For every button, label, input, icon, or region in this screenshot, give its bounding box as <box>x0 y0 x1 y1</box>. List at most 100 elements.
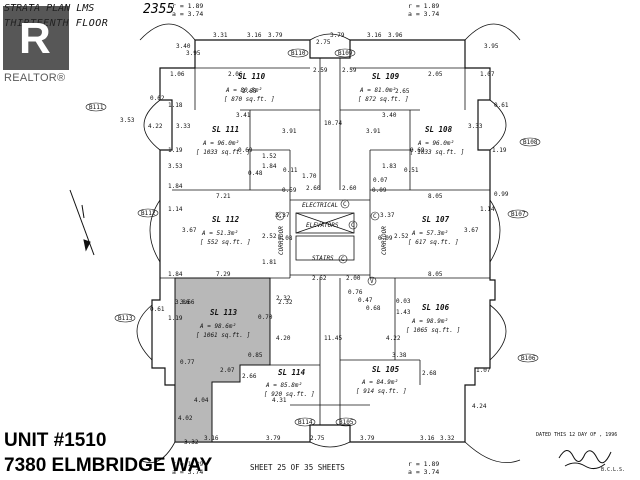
dimension-label: 0.61 <box>150 306 165 313</box>
dimension-label: 2.60 <box>342 185 357 192</box>
dimension-label: 0.61 <box>494 102 509 109</box>
dimension-label: 0.03 <box>396 298 411 305</box>
unit-sqft-114: [ 920 sq.ft. ] <box>264 391 315 398</box>
dimension-label: 3.91 <box>366 128 381 135</box>
dimension-label: 4.04 <box>194 397 209 404</box>
dimension-label: 2.62 <box>312 275 327 282</box>
balcony-arc-bottom-left <box>139 441 176 464</box>
c-mark: C <box>343 201 347 208</box>
dimension-label: 0.08 <box>278 235 293 242</box>
dimension-label: 0.99 <box>494 191 509 198</box>
dimension-label: 2.60 <box>306 185 321 192</box>
dimension-label: 0.09 <box>378 235 393 242</box>
dimension-label: 3.37 <box>380 212 395 219</box>
dimension-label: 3.96 <box>388 32 403 39</box>
dimension-label: 2.75 <box>316 39 331 46</box>
dimension-label: 2.68 <box>422 370 437 377</box>
dimension-label: 0.48 <box>248 170 263 177</box>
dimension-label: 1.84 <box>168 183 183 190</box>
unit-area-114: A = 85.8m² <box>265 382 302 389</box>
sheet-count: SHEET 25 OF 35 SHEETS <box>250 463 345 472</box>
dimension-label: 2.06 <box>228 71 243 78</box>
dimension-label: 3.91 <box>282 128 297 135</box>
dimension-label: 1.06 <box>170 71 185 78</box>
dated-note: DATED THIS 12 DAY OF , 1996 <box>536 432 618 438</box>
unit-sqft-107: [ 617 sq.ft. ] <box>408 239 459 246</box>
dimension-label: 3.66 <box>180 299 195 306</box>
dimension-label: 8.05 <box>428 193 443 200</box>
dimension-label: 0.77 <box>180 359 195 366</box>
unit-area-110: A = 80.8m² <box>225 87 262 94</box>
unit-sqft-112: [ 552 sq.ft. ] <box>200 239 251 246</box>
dimension-label: 1.43 <box>396 309 411 316</box>
unit-name-113: SL 113 <box>210 308 238 317</box>
dimension-label: 0.76 <box>348 289 363 296</box>
balcony-tag: B114 <box>298 419 313 426</box>
unit-number-caption: UNIT #1510 <box>4 430 107 451</box>
balcony-tag: B105 <box>339 419 354 426</box>
dimension-label: 2.65 <box>395 88 410 95</box>
balcony-tag: B110 <box>291 50 306 57</box>
dimension-label: 11.45 <box>324 335 342 342</box>
dimension-label: 4.20 <box>276 335 291 342</box>
dimension-label: 3.32 <box>184 439 199 446</box>
dimension-label: 3.53 <box>120 117 135 124</box>
dimension-label: 7.29 <box>216 271 231 278</box>
balcony-arc-left-upper <box>143 99 161 151</box>
corridor-label-left: CORRIDOR <box>278 226 285 255</box>
dimension-label: 0.09 <box>372 187 387 194</box>
unit-name-109: SL 109 <box>372 72 400 81</box>
realtor-logo-box: R <box>3 6 69 70</box>
c-mark: C <box>341 256 345 263</box>
dimension-label: 2.75 <box>310 435 325 442</box>
dimension-label: 3.95 <box>484 43 499 50</box>
dimension-label: 0.69 <box>238 147 253 154</box>
unit-name-107: SL 107 <box>422 215 450 224</box>
dimension-label: 3.79 <box>360 435 375 442</box>
dimension-label: 3.16 <box>420 435 435 442</box>
v-mark: V <box>370 278 374 285</box>
balcony-tag: B113 <box>118 315 133 322</box>
unit-sqft-110: [ 870 sq.ft. ] <box>224 96 275 103</box>
dimension-label: 4.02 <box>178 415 193 422</box>
dimension-label: 1.70 <box>302 173 317 180</box>
unit-area-111: A = 96.0m² <box>202 140 239 147</box>
dimension-label: 3.79 <box>266 435 281 442</box>
c-mark: C <box>373 213 377 220</box>
dimension-label: 1.07 <box>480 71 495 78</box>
bcls-mark: B.C.L.S. <box>601 467 626 473</box>
c-mark: C <box>351 222 355 229</box>
dimension-label: 3.79 <box>268 32 283 39</box>
balcony-arc-right-lower <box>489 304 507 361</box>
unit-sqft-106: [ 1065 sq.ft. ] <box>406 327 460 334</box>
unit-area-108: A = 96.0m² <box>417 140 454 147</box>
dimension-label: 1.84 <box>262 163 277 170</box>
dimension-label: 2.65 <box>242 88 257 95</box>
plan-number: 2355 <box>143 2 175 17</box>
dimension-label: 3.95 <box>186 50 201 57</box>
balcony-tag: B107 <box>511 211 526 218</box>
dimension-label: 2.59 <box>342 67 357 74</box>
realtor-logo-text: REALTOR® <box>4 72 66 84</box>
dimension-label: 1.18 <box>168 102 183 109</box>
dimension-label: 2.05 <box>428 71 443 78</box>
dimension-label: 4.31 <box>272 397 287 404</box>
dimension-label: 1.19 <box>168 315 183 322</box>
dimension-label: 0.62 <box>150 95 165 102</box>
address-caption: 7380 ELMBRIDGE WAY <box>4 455 213 476</box>
dimension-label: 0.69 <box>410 147 425 154</box>
dimension-label: 3.16 <box>204 435 219 442</box>
c-mark: C <box>278 213 282 220</box>
dimension-label: 4.22 <box>386 335 401 342</box>
balcony-arc-top-left <box>139 23 196 41</box>
unit-sqft-108: [ 1033 sq.ft. ] <box>410 149 464 156</box>
dimension-label: 4.22 <box>148 123 163 130</box>
unit-sqft-111: [ 1033 sq.ft. ] <box>196 149 250 156</box>
dimension-label: 1.19 <box>168 147 183 154</box>
dimension-label: 0.70 <box>258 314 273 321</box>
balcony-arc-left-lower <box>136 304 153 361</box>
unit-area-112: A = 51.3m² <box>201 230 238 237</box>
building-outline <box>151 39 496 443</box>
